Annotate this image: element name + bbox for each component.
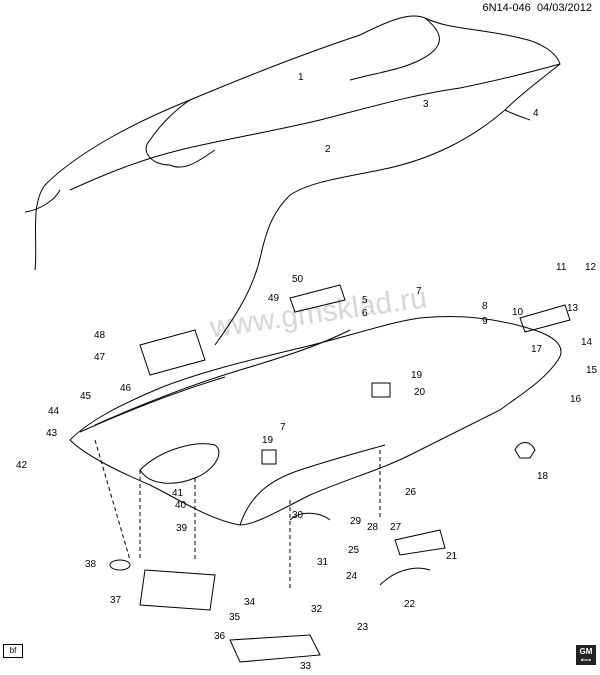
- callout-label: 23: [357, 622, 369, 633]
- callout-label: 27: [390, 522, 402, 533]
- callout-label: 44: [48, 406, 60, 417]
- callout-label: 48: [94, 330, 106, 341]
- callout-label: 38: [85, 559, 97, 570]
- callout-label: 28: [367, 522, 379, 533]
- handle-21: [394, 529, 446, 556]
- pad-20: [371, 382, 391, 398]
- callout-label: 5: [362, 295, 368, 306]
- callout-label: 35: [229, 612, 241, 623]
- grab-handle-22: [379, 567, 431, 586]
- callout-labels: 1 2 3 4 5 6 7 7 8 9 10 11 12 13 14 15 16…: [16, 72, 598, 672]
- headliner-panel: [69, 316, 562, 526]
- callout-label: 50: [292, 274, 304, 285]
- callout-label: 17: [531, 344, 543, 355]
- callout-label: 10: [512, 307, 524, 318]
- clip-18: [514, 442, 536, 459]
- callout-label: 20: [414, 387, 426, 398]
- callout-label: 16: [570, 394, 582, 405]
- callout-label: 14: [581, 337, 593, 348]
- callout-label: 29: [350, 516, 362, 527]
- gm-logo-sub: dieco: [580, 657, 592, 662]
- callout-label: 7: [280, 422, 286, 433]
- callout-label: 19: [262, 435, 274, 446]
- pad-19: [261, 449, 277, 465]
- callout-label: 15: [586, 365, 598, 376]
- bracket-13: [519, 304, 571, 333]
- wiring-harness-1: [34, 15, 561, 271]
- corner-tag: bf: [3, 644, 23, 658]
- console-bottom: [229, 634, 321, 663]
- diagram-date: 04/03/2012: [536, 2, 592, 14]
- callout-label: 41: [172, 488, 184, 499]
- callout-label: 3: [423, 99, 429, 110]
- callout-label: 11: [556, 262, 567, 273]
- callout-label: 46: [120, 383, 132, 394]
- gm-logo-text: GM: [579, 647, 593, 656]
- callout-label: 31: [317, 557, 329, 568]
- callout-label: 2: [325, 144, 331, 155]
- callout-label: 39: [176, 523, 188, 534]
- callout-label: 25: [348, 545, 360, 556]
- callout-label: 32: [311, 604, 323, 615]
- callout-label: 37: [110, 595, 122, 606]
- diagram-header: 6N14-046 04/03/2012: [482, 2, 592, 14]
- callout-label: 40: [175, 500, 187, 511]
- gm-logo-icon: GM dieco: [576, 645, 596, 665]
- diagram-code: 6N14-046: [482, 2, 531, 14]
- sunshade-left: [139, 569, 216, 611]
- callout-label: 43: [46, 428, 58, 439]
- callout-label: 45: [80, 391, 92, 402]
- callout-label: 47: [94, 352, 106, 363]
- callout-label: 18: [537, 471, 549, 482]
- callout-label: 12: [585, 262, 597, 273]
- callout-label: 26: [405, 487, 417, 498]
- callout-label: 19: [411, 370, 423, 381]
- callout-label: 1: [298, 72, 304, 83]
- bracket-49: [289, 284, 346, 313]
- callout-label: 42: [16, 460, 28, 471]
- callout-label: 21: [446, 551, 458, 562]
- callout-label: 7: [416, 286, 422, 297]
- callout-label: 49: [268, 293, 280, 304]
- callout-label: 30: [292, 510, 304, 521]
- callout-label: 9: [482, 316, 488, 327]
- callout-label: 34: [244, 597, 256, 608]
- overhead-console: [139, 329, 206, 376]
- callout-label: 24: [346, 571, 358, 582]
- callout-label: 36: [214, 631, 226, 642]
- callout-label: 13: [567, 303, 579, 314]
- callout-label: 8: [482, 301, 488, 312]
- callout-label: 6: [362, 308, 368, 319]
- grab-handle-31: [289, 512, 331, 521]
- ring-38: [109, 559, 131, 571]
- callout-label: 33: [300, 661, 312, 672]
- callout-label: 22: [404, 599, 416, 610]
- callout-label: 4: [533, 108, 539, 119]
